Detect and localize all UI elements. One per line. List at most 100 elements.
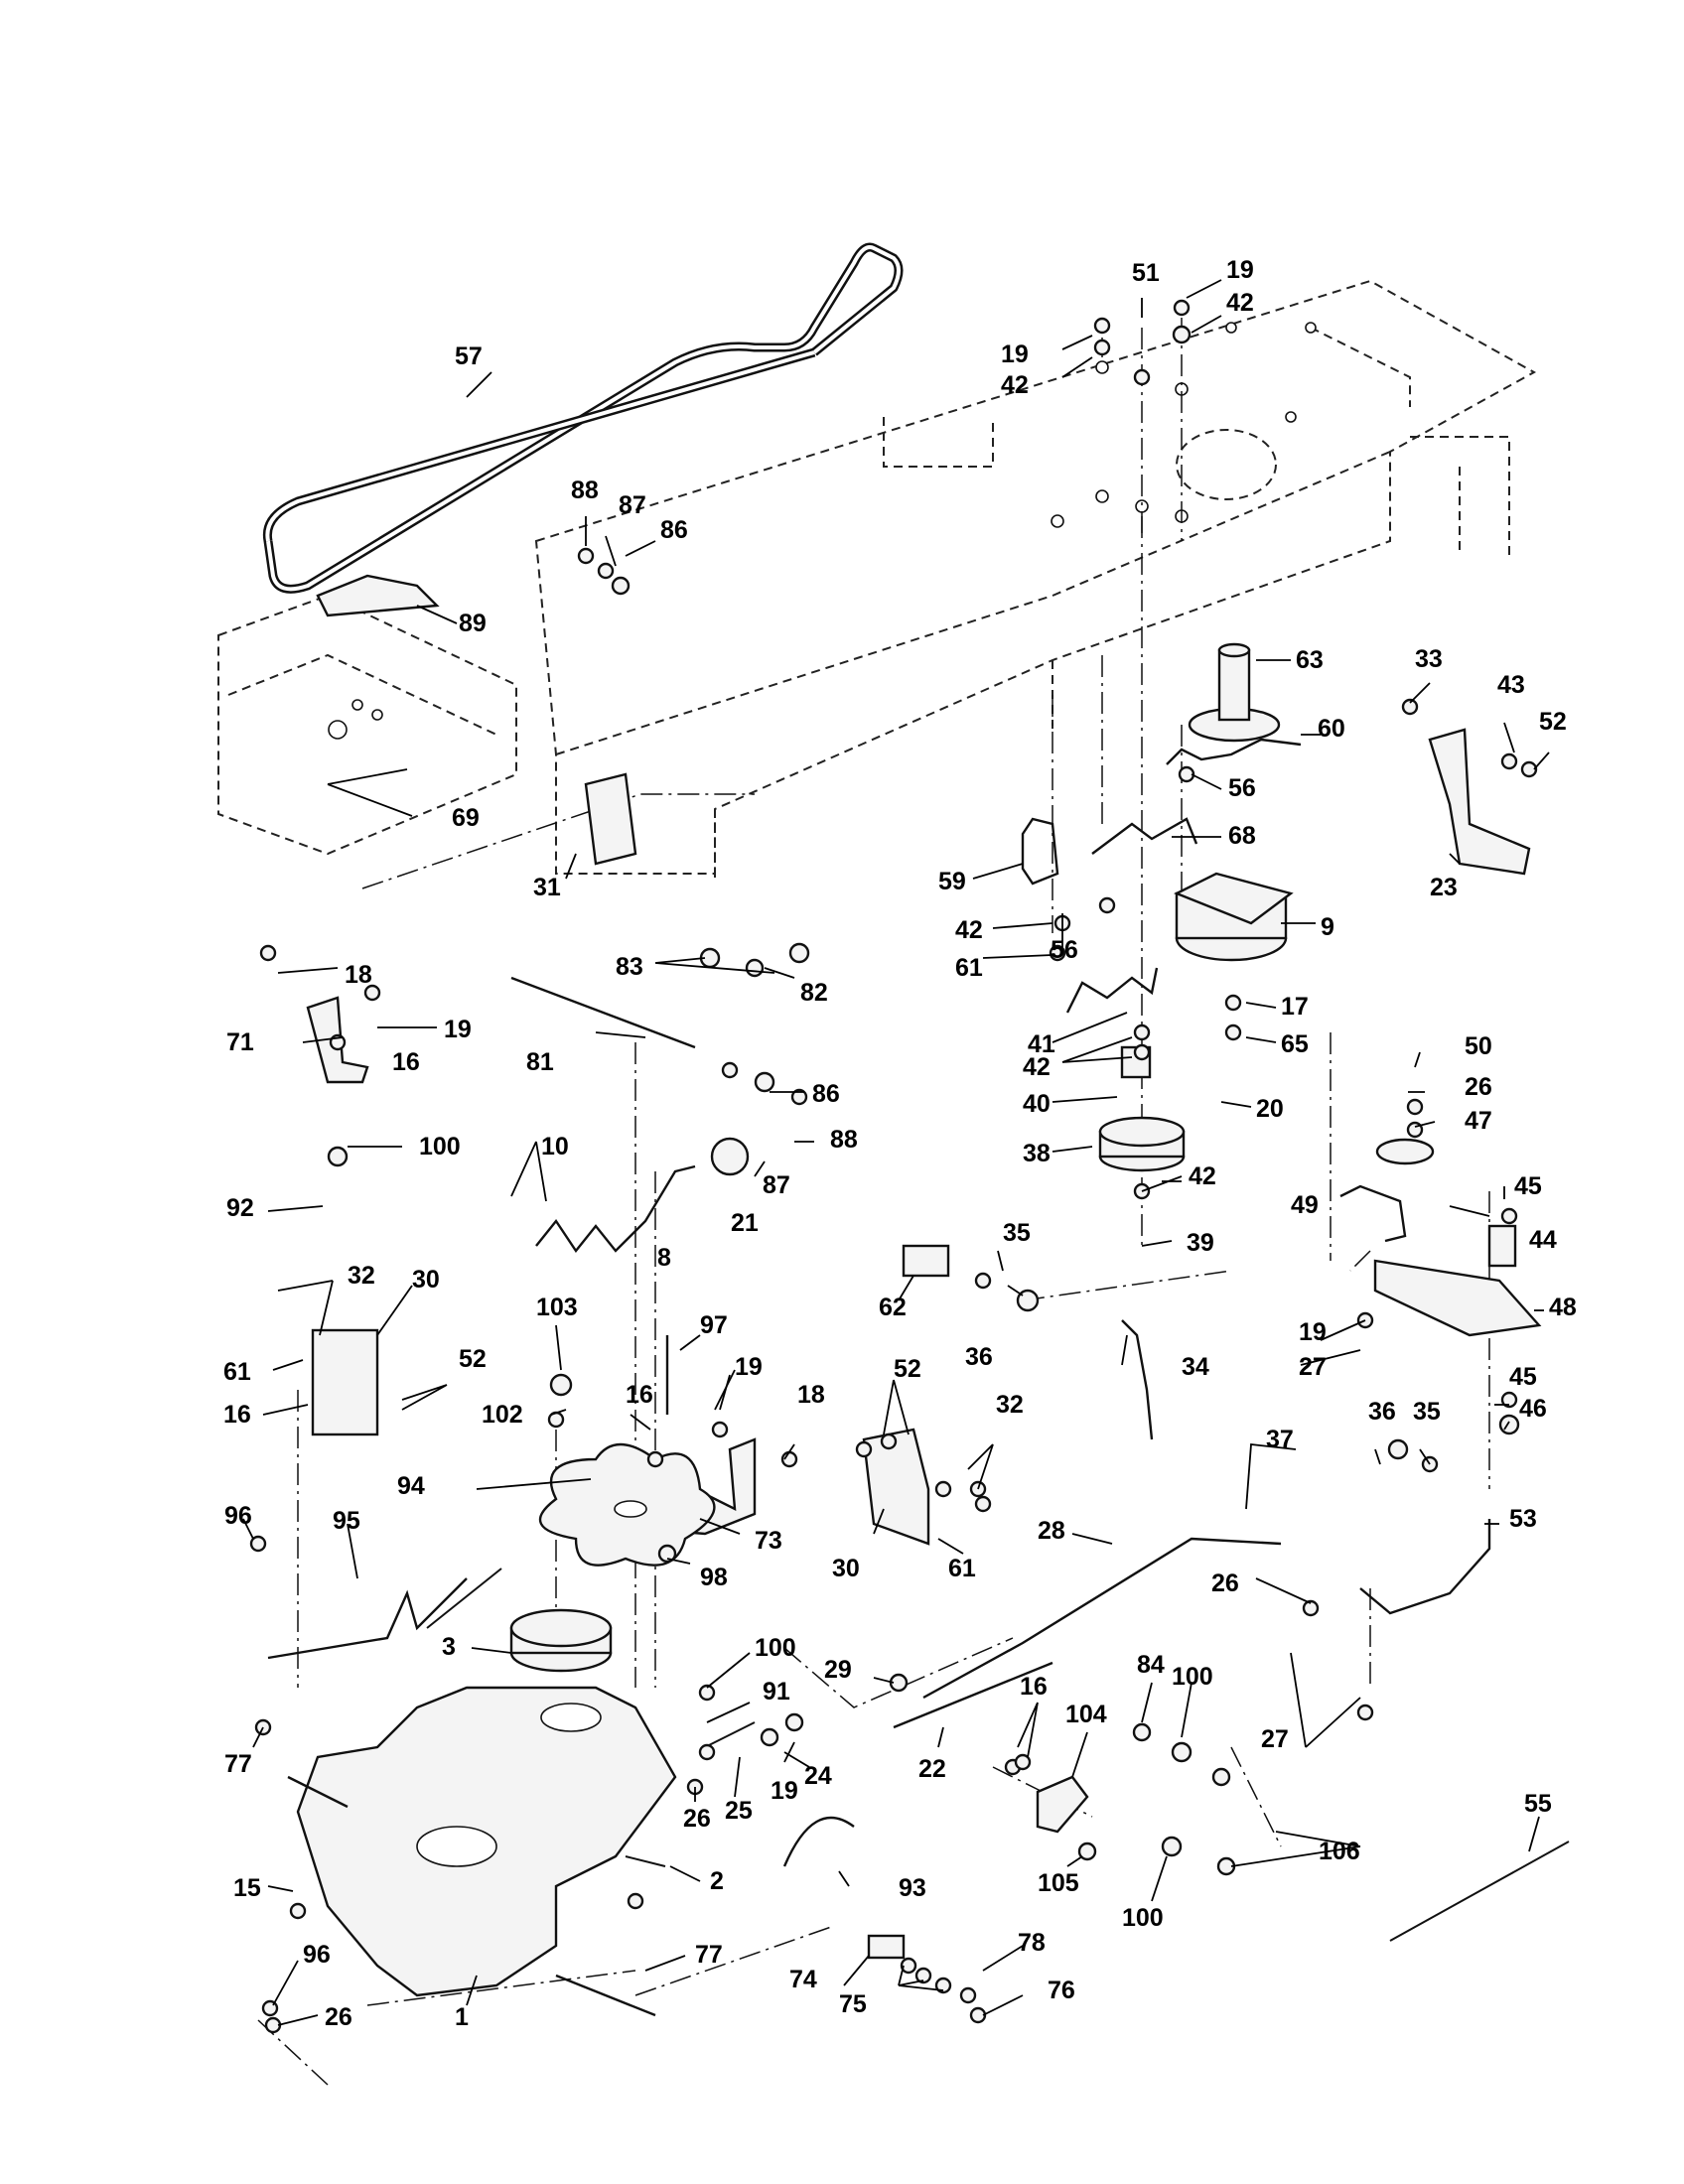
label-94: 94 (397, 1472, 425, 1500)
label-45a: 45 (1514, 1172, 1542, 1200)
label-16d: 16 (1020, 1673, 1048, 1701)
label-69: 69 (452, 804, 480, 832)
pulley-47 (1375, 1138, 1435, 1165)
label-27a: 27 (1299, 1353, 1327, 1381)
label-52a: 52 (1539, 708, 1567, 736)
idler-arm-48 (1373, 1259, 1542, 1337)
label-28: 28 (1038, 1517, 1065, 1545)
label-19b: 19 (1001, 341, 1029, 368)
rod-53 (1359, 1519, 1491, 1615)
frame-holes (328, 322, 1317, 740)
label-52b: 52 (459, 1345, 487, 1373)
label-98: 98 (700, 1564, 728, 1591)
label-22: 22 (918, 1755, 946, 1783)
bracket-23 (1428, 728, 1531, 876)
pulley-38 (1098, 1116, 1186, 1172)
label-16c: 16 (626, 1381, 653, 1409)
label-30a: 30 (412, 1266, 440, 1294)
label-49: 49 (1291, 1191, 1319, 1219)
label-47: 47 (1465, 1107, 1492, 1135)
transaxle (296, 1686, 677, 1997)
rod-95 (267, 1577, 468, 1660)
label-36b: 36 (1368, 1398, 1396, 1426)
bracket-104 (1036, 1775, 1089, 1834)
shaft-81 (510, 976, 696, 1049)
label-53: 53 (1509, 1505, 1537, 1533)
label-42e: 42 (1189, 1162, 1216, 1190)
label-81: 81 (526, 1048, 554, 1076)
idler-spring (1166, 738, 1302, 765)
label-75: 75 (839, 1990, 867, 2018)
fan-94 (538, 1442, 716, 1567)
label-34: 34 (1182, 1353, 1209, 1381)
label-102: 102 (482, 1401, 523, 1429)
label-19f: 19 (771, 1777, 798, 1805)
label-10: 10 (541, 1133, 569, 1160)
label-17: 17 (1281, 993, 1309, 1021)
label-19c: 19 (444, 1016, 472, 1043)
label-18b: 18 (797, 1381, 825, 1409)
label-88b: 88 (830, 1126, 858, 1154)
rod-28 (922, 1537, 1282, 1700)
leader-lines (242, 279, 1550, 2026)
label-15: 15 (233, 1874, 261, 1902)
label-23: 23 (1430, 874, 1458, 901)
label-33: 33 (1415, 645, 1443, 673)
label-87a: 87 (619, 491, 646, 519)
label-8: 8 (657, 1244, 671, 1272)
label-42c: 42 (955, 916, 983, 944)
electric-clutch (1174, 872, 1294, 962)
label-50: 50 (1465, 1032, 1492, 1060)
label-16a: 16 (392, 1048, 420, 1076)
label-61a: 61 (955, 954, 983, 982)
label-26b: 26 (1211, 1570, 1239, 1597)
label-74: 74 (789, 1966, 817, 1993)
label-40: 40 (1023, 1090, 1051, 1118)
knob-21 (710, 1137, 750, 1176)
label-32a: 32 (348, 1262, 375, 1290)
label-46: 46 (1519, 1395, 1547, 1423)
label-48: 48 (1549, 1294, 1577, 1321)
label-73: 73 (755, 1527, 782, 1555)
label-56a: 56 (1228, 774, 1256, 802)
label-83: 83 (616, 953, 643, 981)
pulley-3 (509, 1608, 613, 1673)
part-labels: 57 51 19 42 19 42 88 87 86 89 63 33 43 5… (223, 256, 1577, 2031)
label-82: 82 (800, 979, 828, 1007)
bracket-30b (862, 1428, 930, 1546)
spring-25 (704, 1721, 756, 1748)
label-26d: 26 (325, 2003, 352, 2031)
belt-guide (316, 574, 440, 617)
label-42d: 42 (1023, 1053, 1051, 1081)
spring-55 (1389, 1841, 1570, 1942)
drive-belt (262, 242, 904, 594)
label-31: 31 (533, 874, 561, 901)
label-37: 37 (1266, 1426, 1294, 1453)
label-59: 59 (938, 868, 966, 895)
label-84: 84 (1137, 1651, 1165, 1679)
label-29: 29 (824, 1656, 852, 1684)
label-45b: 45 (1509, 1363, 1537, 1391)
label-20: 20 (1256, 1095, 1284, 1123)
label-41: 41 (1028, 1030, 1055, 1058)
label-52c: 52 (894, 1355, 921, 1383)
label-25: 25 (725, 1797, 753, 1825)
idler-pulley-63 (1188, 642, 1281, 743)
label-16b: 16 (223, 1401, 251, 1429)
label-100c: 100 (1172, 1663, 1213, 1691)
label-65: 65 (1281, 1030, 1309, 1058)
label-87b: 87 (763, 1171, 790, 1199)
label-30b: 30 (832, 1555, 860, 1582)
hardware (249, 299, 1538, 2034)
label-100b: 100 (755, 1634, 796, 1662)
label-100d: 100 (1122, 1904, 1164, 1932)
label-38: 38 (1023, 1140, 1051, 1167)
label-35a: 35 (1003, 1219, 1031, 1247)
label-1: 1 (455, 2003, 469, 2031)
label-42b: 42 (1001, 371, 1029, 399)
label-62: 62 (879, 1294, 907, 1321)
spacer-74 (867, 1934, 906, 1960)
bracket-59 (1021, 817, 1059, 886)
rod-22 (893, 1661, 1053, 1729)
